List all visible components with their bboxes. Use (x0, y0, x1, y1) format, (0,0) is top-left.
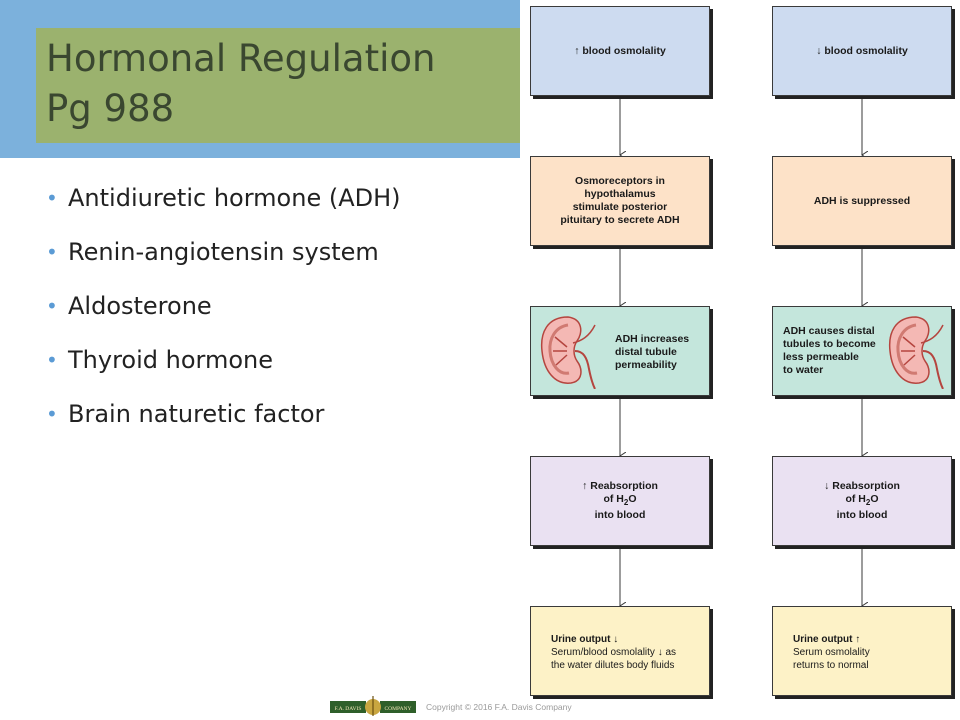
bullet-list: • Antidiuretic hormone (ADH) • Renin-angio… (46, 180, 401, 450)
logo-right-text: COMPANY (384, 706, 411, 712)
left-box5-text: Urine output ↓ Serum/blood osmolality ↓ … (551, 633, 676, 672)
bullet-item: • Renin-angiotensin system (46, 234, 401, 288)
right-box-reabsorption: ↓ Reabsorption of H2O into blood (772, 456, 952, 546)
left-box2-line: stimulate posterior (572, 201, 668, 213)
right-box-urine-output: Urine output ↑ Serum osmolality returns … (772, 606, 952, 696)
flowchart-arrows (520, 98, 960, 720)
bullet-text: Brain naturetic factor (68, 400, 325, 428)
right-box2-text: ADH is suppressed (813, 194, 911, 207)
bullet-icon: • (46, 240, 58, 264)
bullet-text: Renin-angiotensin system (68, 238, 379, 266)
left-box3-text: ADH increases distal tubule permeability (615, 333, 689, 372)
right-box-decreased-osmolality: ↓ blood osmolality (772, 6, 952, 96)
bullet-item: • Antidiuretic hormone (ADH) (46, 180, 401, 234)
logo-left-text: F.A. DAVIS (335, 706, 362, 712)
right-box4-line1: ↓ Reabsorption (824, 479, 900, 492)
bullet-item: • Thyroid hormone (46, 342, 401, 396)
title-line-1: Hormonal Regulation (46, 37, 436, 80)
left-box5-line: Urine output ↓ (551, 634, 619, 645)
right-box1-text: ↓ blood osmolality (816, 44, 908, 57)
right-box3-line: ADH causes distal (783, 325, 875, 337)
right-box3-line: less permeable (783, 351, 859, 363)
bullet-item: • Brain naturetic factor (46, 396, 401, 450)
flowchart-figure: ↑ blood osmolality Osmoreceptors in hypo… (520, 0, 960, 720)
bullet-icon: • (46, 402, 58, 426)
left-box2-line: Osmoreceptors in (575, 175, 665, 187)
left-box1-text: ↑ blood osmolality (574, 44, 666, 57)
left-box-urine-output: Urine output ↓ Serum/blood osmolality ↓ … (530, 606, 710, 696)
right-box5-line: returns to normal (793, 660, 869, 671)
title-line-2: Pg 988 (46, 87, 175, 130)
left-box-osmoreceptors: Osmoreceptors in hypothalamus stimulate … (530, 156, 710, 246)
left-box4-line2: of H2O (603, 492, 637, 508)
bullet-icon: • (46, 294, 58, 318)
right-box5-line: Serum osmolality (793, 647, 870, 658)
left-box-increased-osmolality: ↑ blood osmolality (530, 6, 710, 96)
left-box4-line1: ↑ Reabsorption (582, 479, 658, 492)
kidney-icon (888, 316, 944, 389)
kidney-icon (540, 316, 596, 389)
bullet-icon: • (46, 186, 58, 210)
right-box5-line: Urine output ↑ (793, 634, 861, 645)
left-box2-line: hypothalamus (584, 188, 656, 200)
bullet-text: Thyroid hormone (68, 346, 274, 374)
right-box3-line: tubules to become (783, 338, 876, 350)
bullet-item: • Aldosterone (46, 288, 401, 342)
right-box3-text: ADH causes distal tubules to become less… (783, 325, 876, 377)
right-box3-line: to water (783, 364, 824, 376)
bullet-text: Antidiuretic hormone (ADH) (68, 184, 401, 212)
right-box4-line3: into blood (836, 509, 888, 522)
bullet-text: Aldosterone (68, 292, 212, 320)
left-box5-line: Serum/blood osmolality ↓ as (551, 647, 677, 658)
copyright-text: Copyright © 2016 F.A. Davis Company (426, 702, 572, 712)
left-box3-line: ADH increases (615, 333, 690, 345)
right-box-adh-causes: ADH causes distal tubules to become less… (772, 306, 952, 396)
left-box4-line3: into blood (594, 509, 646, 522)
left-box3-line: permeability (615, 359, 677, 371)
bullet-icon: • (46, 348, 58, 372)
title-box: Hormonal Regulation Pg 988 (36, 28, 531, 143)
left-box-adh-increases: ADH increases distal tubule permeability (530, 306, 710, 396)
left-box2-line: pituitary to secrete ADH (560, 214, 680, 226)
left-box5-line: the water dilutes body fluids (551, 660, 675, 671)
right-box-adh-suppressed: ADH is suppressed (772, 156, 952, 246)
left-box3-line: distal tubule (615, 346, 677, 358)
right-box5-text: Urine output ↑ Serum osmolality returns … (793, 633, 870, 672)
right-box4-line2: of H2O (845, 492, 879, 508)
left-box-reabsorption: ↑ Reabsorption of H2O into blood (530, 456, 710, 546)
fa-davis-logo: F.A. DAVIS COMPANY (330, 696, 416, 716)
